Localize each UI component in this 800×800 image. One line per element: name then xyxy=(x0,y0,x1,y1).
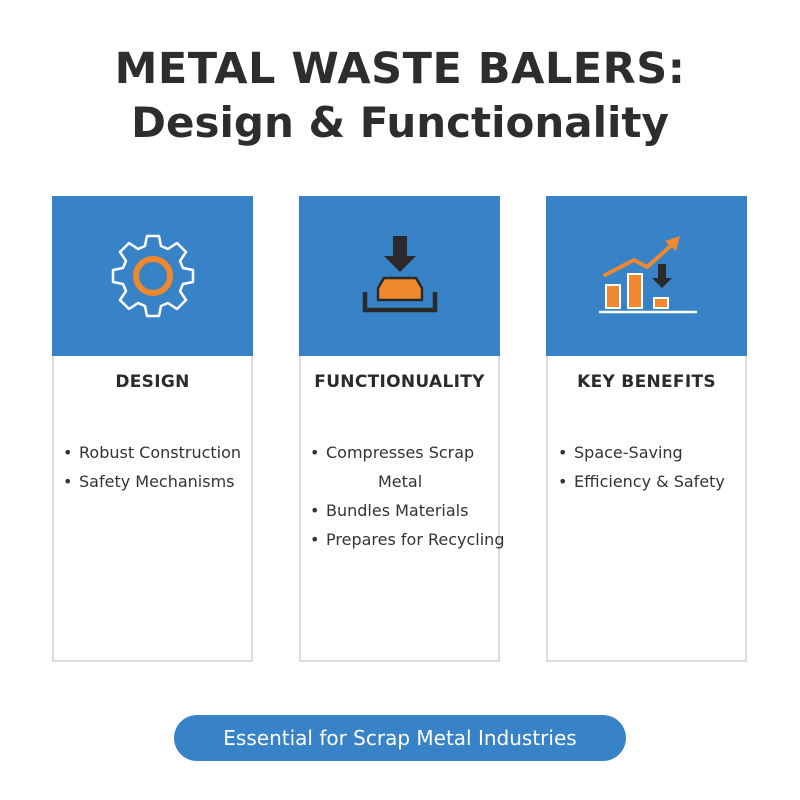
list-item: •Compresses Scrap xyxy=(310,443,475,462)
page-title: METAL WASTE BALERS: Design & Functionali… xyxy=(0,42,800,150)
card-key-benefits-heading: KEY BENEFITS xyxy=(577,372,716,392)
list-item: •Safety Mechanisms xyxy=(63,472,235,491)
card-functionality-list: •Compresses Scrap Metal •Bundles Materia… xyxy=(310,438,510,554)
title-line-2: Design & Functionality xyxy=(131,98,669,147)
card-key-benefits-list: •Space-Saving •Efficiency & Safety xyxy=(558,438,758,496)
card-functionality-header xyxy=(299,196,500,356)
card-key-benefits-header xyxy=(546,196,747,356)
card-design: DESIGN •Robust Construction •Safety Mech… xyxy=(52,196,253,662)
title-line-1: METAL WASTE BALERS: xyxy=(114,44,686,94)
footer-banner: Essential for Scrap Metal Industries xyxy=(174,715,626,761)
growth-chart-icon xyxy=(598,236,697,314)
card-key-benefits: KEY BENEFITS •Space-Saving •Efficiency &… xyxy=(546,196,747,662)
gear-icon xyxy=(111,234,194,318)
card-functionality: FUNCTIONUALITY •Compresses Scrap Metal •… xyxy=(299,196,504,662)
footer-banner-label: Essential for Scrap Metal Industries xyxy=(223,726,577,750)
list-item: •Space-Saving xyxy=(558,443,683,462)
list-item: •Efficiency & Safety xyxy=(558,472,725,491)
list-item: •Robust Construction xyxy=(63,443,242,462)
card-design-header xyxy=(52,196,253,356)
compression-press-icon xyxy=(362,236,437,313)
card-design-heading: DESIGN xyxy=(115,372,190,392)
list-item: •Prepares for Recycling xyxy=(310,530,505,549)
list-item: •Bundles Materials xyxy=(310,501,469,520)
card-design-list: •Robust Construction •Safety Mechanisms xyxy=(63,438,263,496)
list-item: Metal xyxy=(378,472,423,491)
card-functionality-heading: FUNCTIONUALITY xyxy=(314,372,485,392)
